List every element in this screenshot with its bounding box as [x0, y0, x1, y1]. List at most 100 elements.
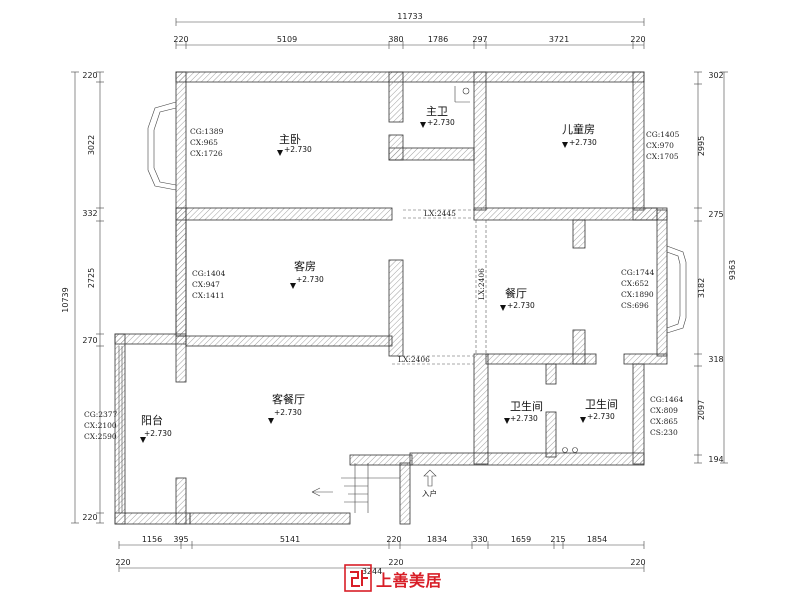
walls: [114, 71, 668, 525]
right-dimensions: 9363 302 2995 275 3182 318 2097 194: [694, 71, 737, 464]
top-dim-5: 297: [472, 35, 487, 44]
room-elev-bath-2: +2.730: [587, 412, 615, 421]
room-elev-kids-room: +2.730: [569, 138, 597, 147]
spec-balcony-1: CG:2377: [84, 410, 118, 419]
right-dim-5: 318: [708, 355, 723, 364]
left-dim-6: 220: [82, 513, 97, 522]
spec-bath-3: CX:865: [650, 417, 678, 426]
entrance-marker: 入户: [422, 469, 437, 498]
spec-kids-room-3: CX:1705: [646, 152, 679, 161]
brand-logo-icon: [344, 564, 372, 592]
top-dim-6: 3721: [549, 35, 569, 44]
room-name-master-bath: 主卫: [426, 105, 448, 118]
room-name-living-dining: 客餐厅: [272, 392, 305, 406]
bottom-row2-dim-2: 220: [388, 558, 403, 567]
room-elev-dining: +2.730: [507, 301, 535, 310]
right-dim-3: 275: [708, 210, 723, 219]
spec-bath-1: CG:1464: [650, 395, 684, 404]
spec-guest-room-3: CX:1411: [192, 291, 225, 300]
top-dim-7: 220: [630, 35, 645, 44]
room-name-balcony: 阳台: [141, 413, 163, 427]
bottom-partial-dim: 3244: [362, 567, 382, 576]
right-dim-2: 2995: [697, 136, 706, 156]
bottom-row2-dim-3: 220: [630, 558, 645, 567]
stairs: [311, 463, 400, 513]
top-dim-2: 5109: [277, 35, 297, 44]
left-dimensions: 10739 220 3022 332 2725 270 220: [61, 71, 104, 524]
opening-lx-bottom: LX:2406: [398, 355, 430, 364]
spec-balcony: CG:2377 CX:2100 CX:2590: [84, 410, 118, 441]
spec-balcony-2: CX:2100: [84, 421, 117, 430]
room-elev-master-bath: +2.730: [427, 118, 455, 127]
room-name-dining: 餐厅: [505, 286, 527, 300]
room-name-bath-2: 卫生间: [585, 397, 618, 411]
room-kids-room: 儿童房 +2.730: [562, 122, 597, 148]
room-balcony: 阳台 +2.730: [140, 413, 172, 443]
room-bath-2: 卫生间 +2.730: [580, 397, 618, 423]
spec-master-bedroom: CG:1389 CX:965 CX:1726: [190, 127, 224, 158]
room-elev-living-dining: +2.730: [274, 408, 302, 417]
spec-guest-room-1: CG:1404: [192, 269, 226, 278]
spec-kids-room-1: CG:1405: [646, 130, 680, 139]
bottom-dim-5: 1834: [427, 535, 447, 544]
top-dim-1: 220: [173, 35, 188, 44]
room-master-bath: 主卫 +2.730: [420, 105, 455, 128]
opening-lx-vertical: LX:2406: [477, 268, 486, 300]
bottom-dim-2: 395: [173, 535, 188, 544]
bottom-dim-6: 330: [472, 535, 487, 544]
bottom-dim-8: 215: [550, 535, 565, 544]
room-elev-guest-room: +2.730: [296, 275, 324, 284]
spec-balcony-3: CX:2590: [84, 432, 117, 441]
right-dim-1: 302: [708, 71, 723, 80]
bay-window-left: [147, 101, 177, 191]
spec-dining-2: CX:652: [621, 279, 649, 288]
opening-lx-top: LX:2445: [424, 209, 456, 218]
brand-logo: 上善美居: [344, 562, 456, 596]
right-dim-7: 194: [708, 455, 723, 464]
room-guest-room: 客房 +2.730: [290, 259, 324, 289]
left-dim-4: 2725: [87, 268, 96, 288]
bay-window-right: [666, 245, 687, 334]
spec-guest-room-2: CX:947: [192, 280, 220, 289]
room-elev-master-bedroom: +2.730: [284, 145, 312, 154]
spec-kids-room: CG:1405 CX:970 CX:1705: [646, 130, 680, 161]
top-dim-3: 380: [388, 35, 403, 44]
brand-logo-text: 上善美居: [376, 571, 443, 590]
right-dim-6: 2097: [697, 400, 706, 420]
room-dining: 餐厅 +2.730: [500, 286, 535, 311]
spec-dining: CG:1744 CX:652 CX:1890 CS:696: [621, 268, 655, 310]
entrance-label: 入户: [422, 488, 437, 498]
room-name-guest-room: 客房: [294, 259, 316, 273]
left-dim-3: 332: [82, 209, 97, 218]
room-name-kids-room: 儿童房: [562, 122, 595, 136]
spec-bath-4: CS:230: [650, 428, 678, 437]
fixtures: [454, 86, 578, 453]
room-master-bedroom: 主卧 +2.730: [277, 133, 312, 156]
room-elev-bath-1: +2.730: [510, 414, 538, 423]
left-dim-5: 270: [82, 336, 97, 345]
spec-master-bedroom-2: CX:965: [190, 138, 218, 147]
room-name-master-bedroom: 主卧: [279, 133, 301, 146]
room-bath-1: 卫生间 +2.730: [504, 399, 543, 424]
spec-master-bedroom-3: CX:1726: [190, 149, 223, 158]
left-dim-1: 220: [82, 71, 97, 80]
bottom-dim-3: 5141: [280, 535, 300, 544]
balcony-window: [118, 346, 123, 513]
spec-master-bedroom-1: CG:1389: [190, 127, 224, 136]
spec-dining-1: CG:1744: [621, 268, 655, 277]
bottom-row2-dim-1: 220: [115, 558, 130, 567]
left-dim-2: 3022: [87, 135, 96, 155]
right-dim-4: 3182: [697, 278, 706, 298]
top-dim-4: 1786: [428, 35, 448, 44]
bottom-dimensions: 1156 395 5141 220 1834 330 1659 215 1854…: [115, 535, 645, 576]
openings: LX:2445 LX:2406 LX:2406: [392, 209, 487, 365]
bottom-dim-1: 1156: [142, 535, 162, 544]
spec-kids-room-2: CX:970: [646, 141, 674, 150]
left-total-dim: 10739: [61, 287, 70, 312]
right-total-dim: 9363: [728, 260, 737, 280]
top-total-dim: 11733: [397, 12, 422, 21]
room-living-dining: 客餐厅 +2.730: [268, 392, 305, 424]
spec-bath-2: CX:809: [650, 406, 678, 415]
bottom-dim-9: 1854: [587, 535, 607, 544]
